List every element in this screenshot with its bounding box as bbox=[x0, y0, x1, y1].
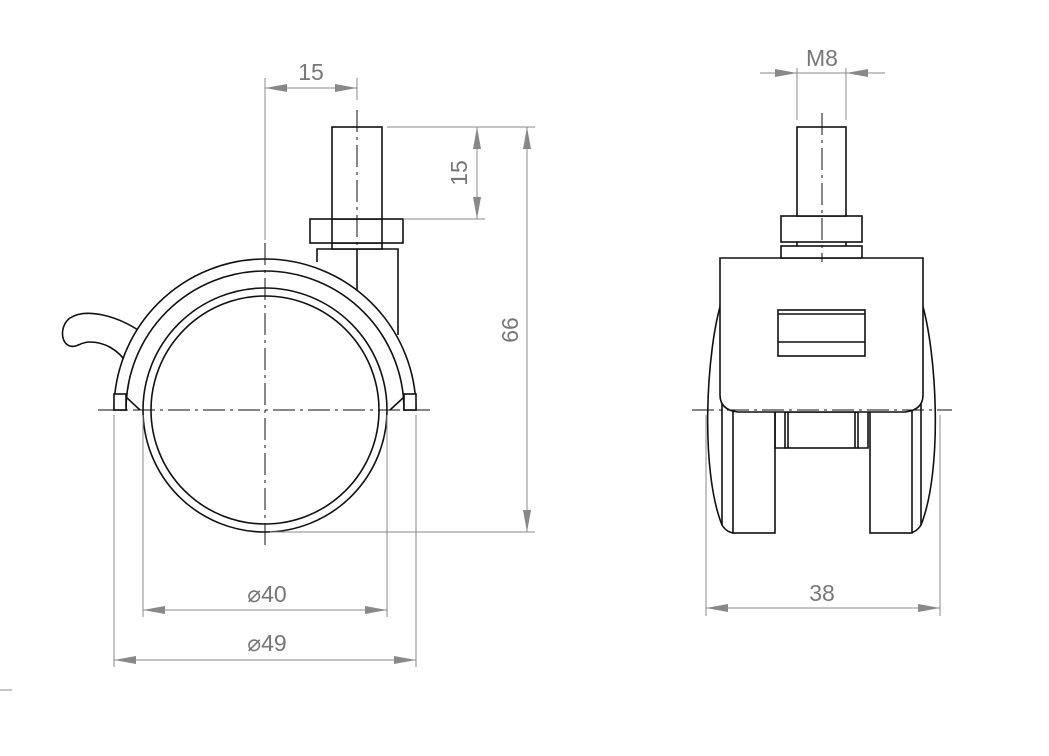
dimension-width: 38 bbox=[705, 415, 941, 616]
dimension-fork-width: ⌀49 bbox=[113, 415, 417, 667]
dimension-stem-length: 15 bbox=[387, 126, 535, 220]
brake-lever bbox=[61, 312, 139, 364]
wheel-left-profile bbox=[706, 299, 736, 534]
dim-label-stem-length: 15 bbox=[446, 160, 472, 186]
dim-label-width: 38 bbox=[809, 580, 835, 606]
leg-right bbox=[869, 399, 913, 534]
side-view: 15 15 66 ⌀40 ⌀49 bbox=[61, 59, 535, 667]
dimension-wheel-diameter: ⌀40 bbox=[142, 415, 388, 617]
dimension-total-height: 66 bbox=[270, 127, 535, 533]
dim-label-thread: M8 bbox=[806, 45, 838, 71]
fork-tip-left bbox=[113, 393, 127, 411]
leg-left bbox=[732, 399, 776, 534]
dim-label-total-height: 66 bbox=[497, 317, 523, 343]
axle-hub bbox=[784, 411, 859, 449]
dimension-thread: M8 bbox=[760, 45, 885, 120]
wheel-right-profile bbox=[907, 299, 937, 534]
dim-label-stem-offset: 15 bbox=[298, 59, 324, 85]
dimension-stem-offset: 15 bbox=[264, 59, 358, 240]
dim-label-fork-width: ⌀49 bbox=[247, 630, 286, 656]
brake-slot bbox=[777, 309, 866, 357]
dim-label-wheel-diameter: ⌀40 bbox=[247, 581, 286, 607]
fork-tip-right bbox=[403, 393, 417, 411]
front-view: M8 38 bbox=[692, 45, 952, 616]
